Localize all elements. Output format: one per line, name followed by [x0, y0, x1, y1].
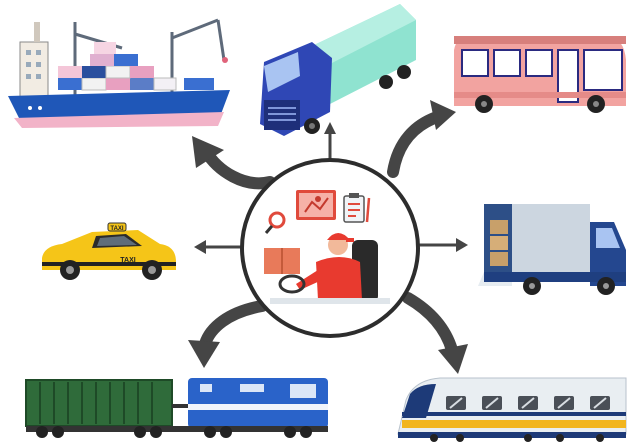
driver-shirt: [316, 257, 362, 300]
taxi-body: [42, 230, 176, 270]
arrowhead-van: [456, 238, 468, 252]
arrows: [188, 100, 468, 374]
arrow-to-freight-train: [199, 300, 268, 350]
taxi-roof-sign: [107, 222, 127, 232]
city-bus: [454, 36, 626, 113]
hub: [240, 158, 420, 338]
magnifier-icon: [264, 211, 286, 234]
taxi: TAXI TAXI: [42, 222, 176, 280]
arrowhead-bus: [430, 100, 456, 130]
taxi-door-text: TAXI: [120, 257, 135, 264]
arrowhead-truck: [324, 122, 336, 134]
arrowhead-taxi: [194, 240, 206, 254]
arrowhead-freight: [188, 340, 220, 368]
cargo-ship: [8, 18, 230, 128]
arrowhead-ship: [192, 136, 224, 168]
arrow-to-passenger-train: [402, 292, 458, 356]
semi-truck: [260, 4, 416, 136]
steering-wheel-icon: [278, 274, 306, 294]
freight-train: [25, 378, 328, 438]
taxi-sign-text: TAXI: [110, 226, 124, 232]
passenger-train: [397, 377, 627, 442]
arrow-to-bus: [387, 110, 446, 178]
arrowhead-passenger: [438, 344, 468, 374]
freight-car: [25, 379, 173, 427]
delivery-van: [478, 204, 626, 295]
